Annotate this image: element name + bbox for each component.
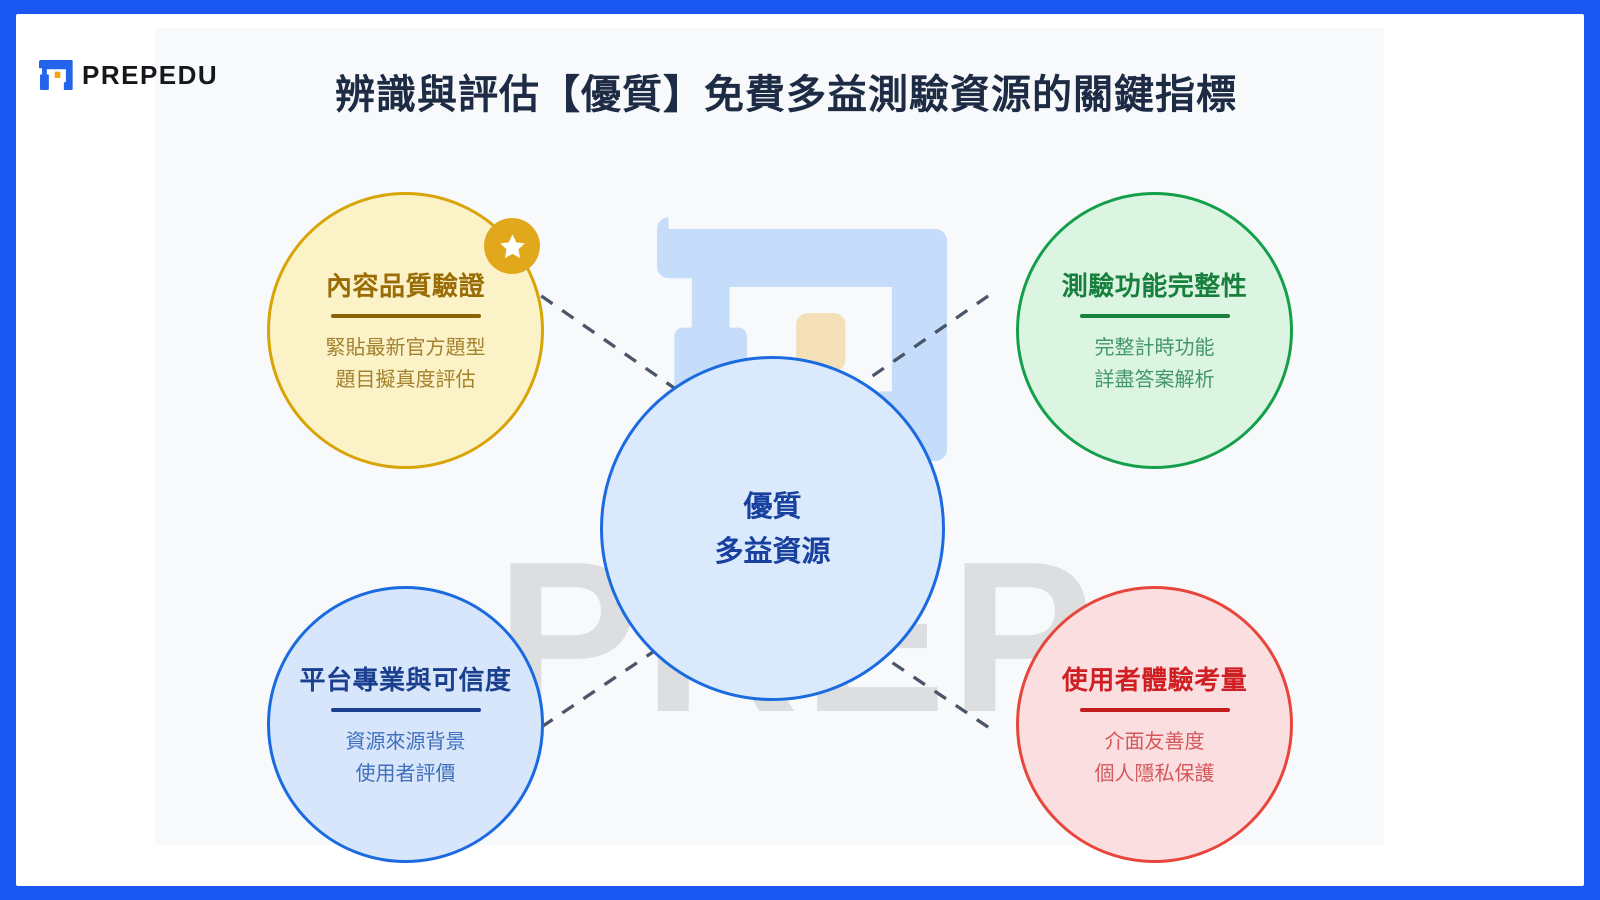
connector-lines [540,294,990,729]
node-item: 緊貼最新官方題型 [325,334,486,359]
prep-bracket-logo-icon [38,58,73,92]
infographic-page: PREP PREPEDU 辨識與評估【優質】免費多益測驗資源的關鍵指標 內容品質… [16,14,1584,886]
node-item: 使用者評價 [355,761,456,785]
node-divider [1079,707,1230,712]
node-item: 完整計時功能 [1094,334,1215,359]
node-center-core[interactable]: 優質 多益資源 [600,356,945,701]
node-divider [330,313,481,318]
page-title: 辨識與評估【優質】免費多益測驗資源的關鍵指標 [335,72,1237,118]
center-line-2: 多益資源 [714,533,831,568]
center-line-1: 優質 [743,488,802,523]
node-item: 介面友善度 [1104,728,1205,753]
node-title: 測驗功能完整性 [1061,271,1248,302]
node-item: 題目擬真度評估 [335,367,476,391]
node-item: 資源來源背景 [345,728,466,753]
node-item: 詳盡答案解析 [1094,367,1215,391]
brand-name: PREPEDU [82,59,219,90]
node-title: 使用者體驗考量 [1061,665,1248,696]
node-item: 個人隱私保護 [1094,761,1215,785]
node-test-function[interactable]: 測驗功能完整性 完整計時功能 詳盡答案解析 [1016,192,1293,469]
node-title: 內容品質驗證 [325,271,485,302]
node-user-experience[interactable]: 使用者體驗考量 介面友善度 個人隱私保護 [1016,586,1293,863]
node-divider [1079,313,1230,318]
star-icon [484,218,540,274]
node-divider [330,707,481,712]
brand-logo: PREPEDU [38,58,219,92]
node-platform-trust[interactable]: 平台專業與可信度 資源來源背景 使用者評價 [267,586,544,863]
node-title: 平台專業與可信度 [299,665,512,696]
